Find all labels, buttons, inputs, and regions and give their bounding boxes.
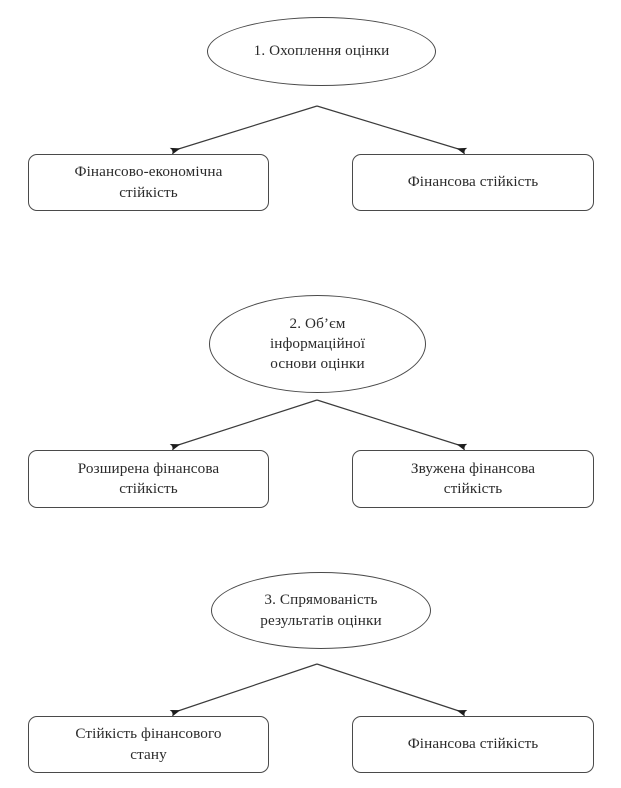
node-ellipse-criterion-2: 2. Об’єм інформаційної основи оцінки (209, 295, 426, 393)
node-box-group1-right: Фінансова стійкість (352, 154, 594, 211)
node-label: Стійкість фінансового стану (75, 725, 222, 763)
node-label: Фінансово-економічна стійкість (74, 163, 223, 201)
node-box-group2-left: Розширена фінансова стійкість (28, 450, 269, 508)
node-ellipse-criterion-3: 3. Спрямованість результатів оцінки (211, 572, 431, 649)
node-box-group2-right: Звужена фінансова стійкість (352, 450, 594, 508)
node-label: Фінансова стійкість (407, 173, 539, 191)
node-label: 2. Об’єм інформаційної основи оцінки (269, 314, 366, 373)
connector-3-left (169, 663, 318, 717)
node-box-group3-left: Стійкість фінансового стану (28, 716, 269, 773)
connector-2-left (169, 399, 318, 451)
node-label: Звужена фінансова стійкість (410, 459, 536, 497)
connector-1-left (169, 105, 318, 155)
node-box-group3-right: Фінансова стійкість (352, 716, 594, 773)
node-ellipse-criterion-1: 1. Охоплення оцінки (207, 17, 436, 86)
node-label: Розширена фінансова стійкість (77, 459, 220, 497)
node-label: 3. Спрямованість результатів оцінки (260, 591, 382, 629)
node-box-group1-left: Фінансово-економічна стійкість (28, 154, 269, 211)
connector-1-right (316, 105, 468, 155)
node-label: Фінансова стійкість (407, 735, 539, 753)
node-label: 1. Охоплення оцінки (253, 42, 390, 60)
connector-3-right (316, 663, 468, 717)
connector-2-right (316, 399, 468, 451)
